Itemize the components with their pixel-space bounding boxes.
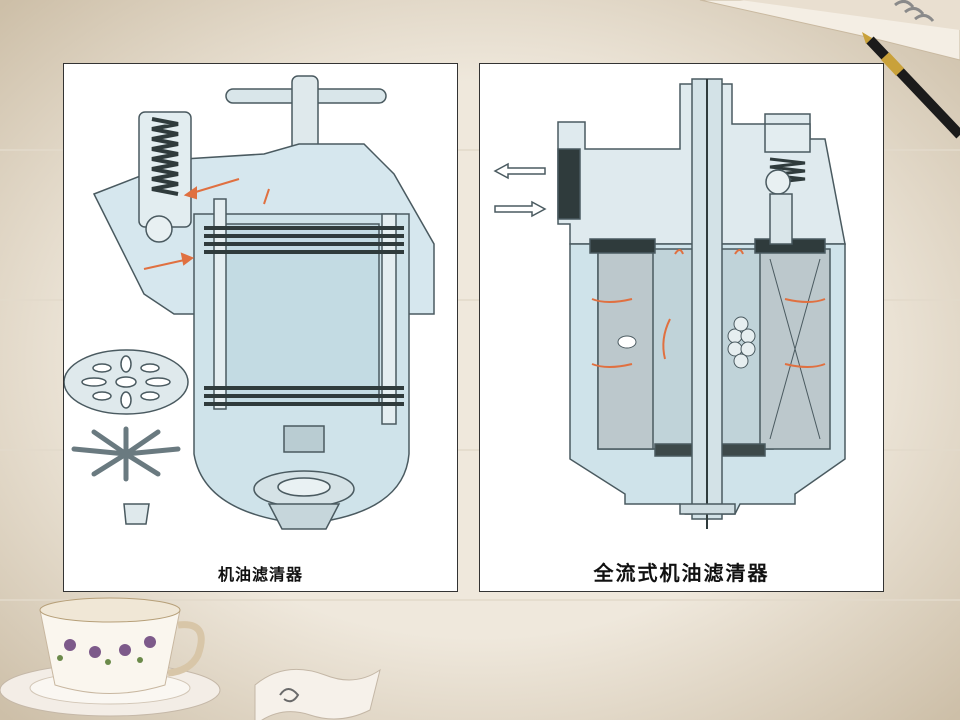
oil-filter-cross-section-diagram — [64, 75, 435, 530]
full-flow-oil-filter-figure-panel: 全流式机油滤清器 — [479, 63, 884, 592]
oil-filter-caption: 机油滤清器 — [217, 565, 303, 584]
full-flow-oil-filter-cross-section-diagram — [493, 78, 846, 529]
paper-scroll-decoration — [254, 668, 381, 720]
teacup-decoration — [0, 597, 221, 717]
full-flow-oil-filter-caption: 全流式机油滤清器 — [593, 561, 770, 585]
notebook-pen-decoration — [699, 0, 960, 139]
oil-filter-figure-panel: 机油滤清器 — [63, 63, 458, 592]
inlet-outlet-arrows — [493, 162, 547, 218]
